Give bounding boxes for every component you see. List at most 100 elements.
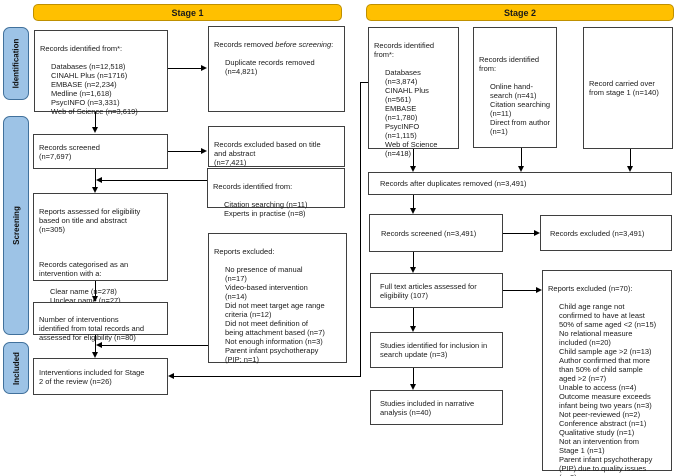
list-item: Experts in practise (n=8): [224, 209, 306, 218]
arrow-line-duplicates-to-screened: [413, 195, 415, 208]
stage1-header-text: Stage 1: [171, 7, 204, 18]
list-item: Author confirmed that more than 50% of c…: [559, 356, 650, 383]
list-item: Video-based intervention (n=14): [225, 283, 308, 301]
box-text: Full text articles assessed for eligibil…: [380, 281, 477, 300]
box-text: Number of interventions identified from …: [39, 315, 145, 342]
arrowhead-left-icon: [96, 341, 102, 348]
box-text: Records excluded (n=3,491): [550, 228, 645, 238]
stage2-reports-excluded-box: Reports excluded (n=70): Child age range…: [542, 270, 672, 476]
arrowhead-down-icon: [409, 325, 416, 332]
arrow-line-screened2-to-fulltext: [413, 252, 415, 267]
stage2-carried-over-box: Record carried over from stage 1 (n=140): [583, 27, 673, 149]
stage1-records-screened-box: Records screened (n=7,697): [33, 134, 168, 169]
phase-label-identification: Identification: [3, 27, 29, 100]
arrow-line-assessed-to-total: [95, 281, 97, 296]
box-title: Reports excluded (n=70):: [548, 284, 633, 293]
list-item: Not an intervention from Stage 1 (n=1): [559, 437, 640, 455]
list-item: EMBASE (n=2,234): [51, 80, 117, 89]
list-item: Conference abstract (n=1): [559, 419, 647, 428]
box-title: Records identified from:: [479, 55, 540, 73]
list-item: PsycINFO (n=3,331): [51, 98, 120, 107]
box-items: Online hand- search (n=41)Citation searc…: [479, 82, 551, 136]
stage2-search-update-box: Studies identified for inclusion in sear…: [370, 332, 503, 368]
list-item: PsycINFO (n=1,115): [385, 122, 420, 140]
arrowhead-down-icon: [91, 351, 98, 358]
arrowhead-left-icon: [168, 372, 174, 379]
arrow-line-total-to-included: [95, 335, 97, 352]
arrow-line-screened-to-assessed: [95, 169, 97, 187]
arrowhead-down-icon: [409, 165, 416, 172]
removed-prefix: Records removed: [214, 40, 276, 49]
list-item: Parent infant psychotherapy (PIP) due to…: [559, 455, 653, 476]
arrow-line-identified-other-join: [102, 180, 207, 182]
spacer: [39, 243, 162, 251]
list-item: Citation searching (n=11): [224, 200, 308, 209]
stage1-interventions-included-box: Interventions included for Stage 2 of th…: [33, 358, 168, 395]
stage2-narrative-analysis-box: Studies included in narrative analysis (…: [370, 390, 503, 425]
phase-label-included: Included: [3, 342, 29, 394]
arrowhead-down-icon: [409, 266, 416, 273]
list-item: Outcome measure exceeds infant being two…: [559, 392, 652, 410]
arrowhead-down-icon: [91, 186, 98, 193]
box-items: No presence of manual (n=17)Video-based …: [214, 265, 341, 364]
phase-label-identification-text: Identification: [11, 38, 21, 89]
list-item: Not peer-reviewed (n=2): [559, 410, 641, 419]
arrowhead-down-icon: [91, 295, 98, 302]
arrow-line-db-to-duplicates: [413, 149, 415, 166]
arrow-line-other-to-duplicates: [521, 148, 523, 166]
arrowhead-right-icon: [535, 286, 542, 293]
stage1-reports-excluded-box: Reports excluded: No presence of manual …: [208, 233, 347, 364]
list-item: CINAHL Plus (n=561): [385, 86, 429, 104]
list-item: Qualitative study (n=1): [559, 428, 635, 437]
list-item: Databases (n=12,518): [51, 62, 126, 71]
box-title: Records removed before screening:: [214, 40, 339, 49]
list-item: Duplicate records removed (n=4,821): [225, 58, 315, 76]
list-item: Clear name (n=278): [50, 287, 117, 296]
list-item: EMBASE (n=1,780): [385, 104, 418, 122]
list-item: Did not meet target age range criteria (…: [225, 301, 325, 319]
box-text: Records screened (n=7,697): [39, 142, 100, 161]
stage1-header: Stage 1: [33, 4, 342, 21]
stage2-records-identified-db-box: Records identified from*: Databases (n=3…: [368, 27, 459, 158]
list-item: Web of Science (n=418): [385, 140, 438, 158]
removed-suffix: :: [331, 40, 334, 49]
box-text: Records screened (n=3,491): [381, 228, 477, 238]
box-items: Child age range not confirmed to have at…: [548, 302, 666, 476]
arrow-line-screened2-to-excluded2: [503, 233, 534, 235]
list-item: Not enough information (n=3): [225, 337, 323, 346]
removed-italic: before screening: [275, 40, 332, 49]
box-items: Duplicate records removed (n=4,821): [214, 58, 339, 76]
list-item: Child age range not confirmed to have at…: [559, 302, 657, 329]
box-title: Records identified from:: [213, 182, 293, 191]
stage2-header-text: Stage 2: [503, 7, 536, 18]
stage1-records-identified-other-box: Records identified from: Citation search…: [207, 168, 345, 218]
box-text: Studies included in narrative analysis (…: [380, 398, 475, 417]
stage1-interventions-total-box: Number of interventions identified from …: [33, 302, 168, 342]
phase-label-included-text: Included: [11, 351, 21, 385]
list-item: Citation searching (n=11): [490, 100, 551, 118]
list-item: Unclear name (n=27): [50, 296, 121, 305]
box-items: Databases (n=12,518)CINAHL Plus (n=1716)…: [40, 62, 162, 116]
stage2-after-duplicates-box: Records after duplicates removed (n=3,49…: [368, 172, 672, 195]
list-item: Unable to access (n=4): [559, 383, 637, 392]
list-item: Databases (n=3,874): [385, 68, 421, 86]
arrow-line-identified-to-removed: [168, 68, 201, 70]
list-item: Medline (n=1,618): [51, 89, 112, 98]
box-text: Studies identified for inclusion in sear…: [380, 341, 488, 359]
arrowhead-down-icon: [409, 207, 416, 214]
arrowhead-down-icon: [91, 127, 98, 133]
stage1-reports-assessed-box: Reports assessed for eligibility based o…: [33, 193, 168, 305]
box-paragraph: Records categorised as an intervention w…: [39, 260, 129, 278]
stage2-records-excluded-box: Records excluded (n=3,491): [540, 215, 672, 251]
box-text: Records after duplicates removed (n=3,49…: [380, 179, 527, 188]
list-item: Online hand- search (n=41): [490, 82, 537, 100]
list-item: No presence of manual (n=17): [225, 265, 303, 283]
box-text: Records excluded based on title and abst…: [214, 140, 321, 167]
list-item: CINAHL Plus (n=1716): [51, 71, 128, 80]
arrow-line-identified-to-screened: [95, 112, 97, 128]
arrowhead-down-icon: [517, 165, 524, 172]
arrow-line-fulltext-to-reports-excluded: [503, 290, 536, 292]
arrowhead-right-icon: [201, 147, 207, 154]
list-item: Parent infant psychotherapy (PIP; n=1): [225, 346, 319, 364]
